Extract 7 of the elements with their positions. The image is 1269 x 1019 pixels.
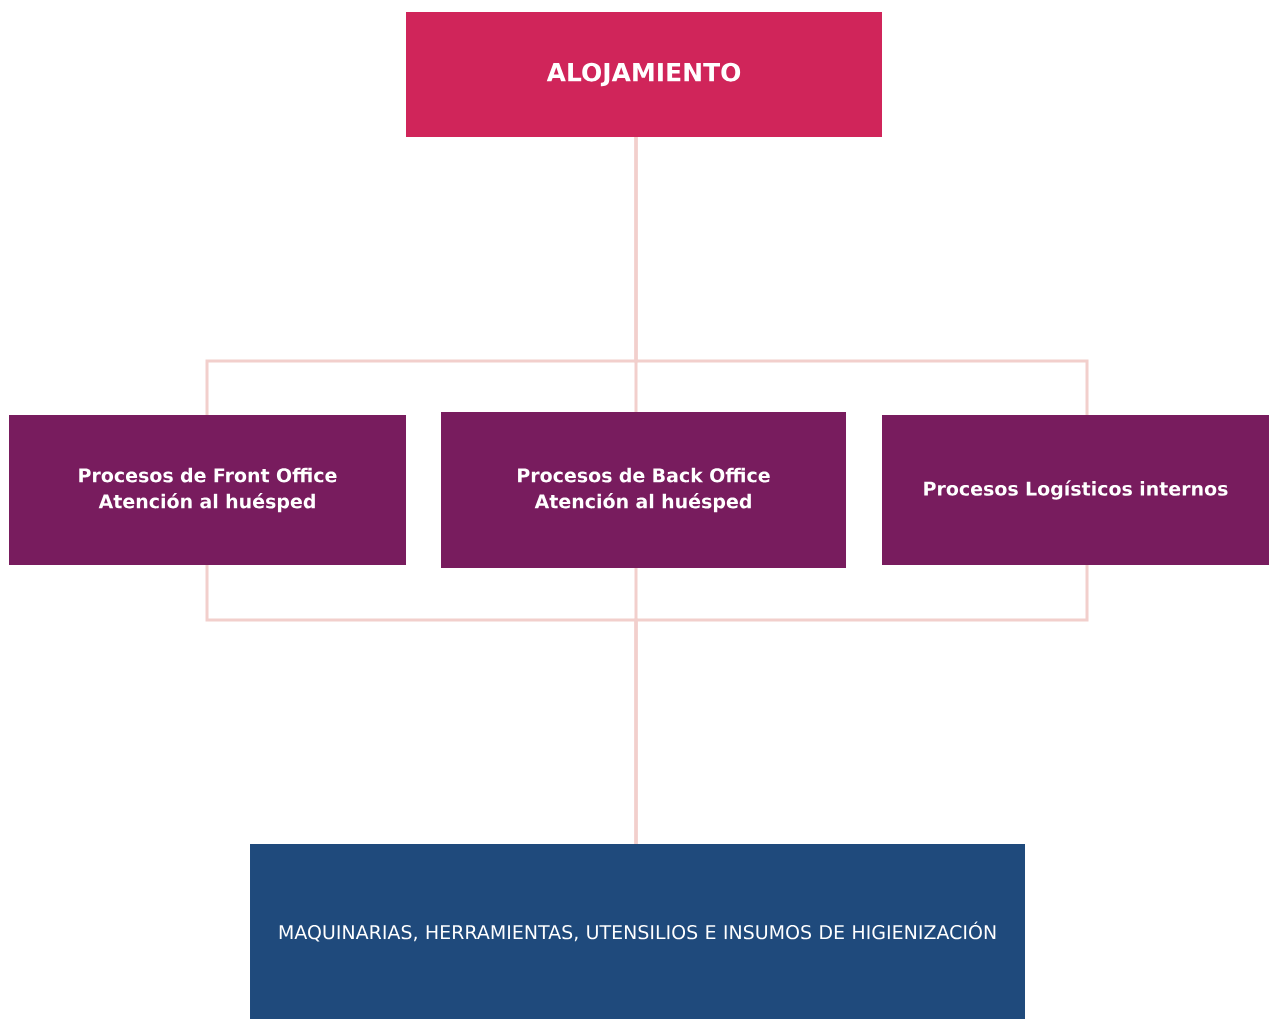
process-box: Procesos de Front Office Atención al huésped (9, 415, 406, 565)
process-box: Procesos Logísticos internos (882, 415, 1269, 565)
resource-box: MAQUINARIAS, HERRAMIENTAS, UTENSILIOS E INSUMOS DE HIGIENIZACIÓN (250, 844, 1025, 1019)
title-box: ALOJAMIENTO (406, 12, 882, 137)
connector-line (634, 565, 1089, 844)
process-box: Procesos de Back Office Atención al huésped (441, 412, 846, 568)
connector-line (634, 137, 1089, 415)
